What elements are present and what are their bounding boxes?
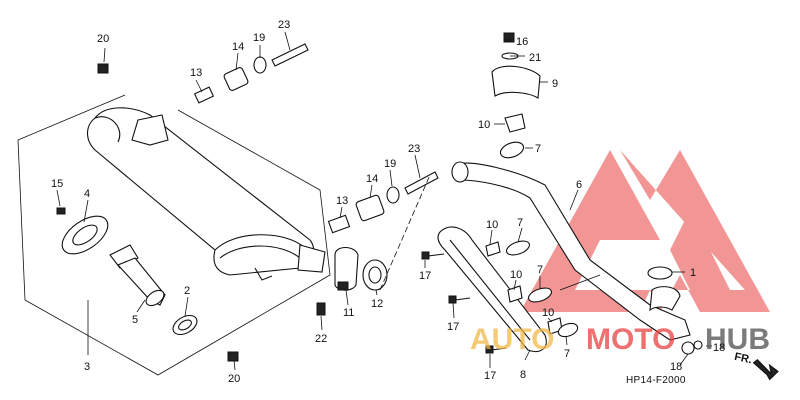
callout-18-right: 18: [713, 342, 725, 354]
callout-7-second: 7: [517, 217, 523, 229]
callout-2: 2: [184, 285, 190, 297]
callout-22: 22: [315, 333, 327, 345]
shield-bolts: [421, 251, 507, 354]
callout-10-second: 10: [486, 219, 498, 231]
callout-13-top: 13: [190, 67, 202, 79]
callout-7-top: 7: [535, 143, 541, 155]
callout-13-middle: 13: [336, 195, 348, 207]
watermark-text-hub: HUB: [705, 323, 770, 356]
callout-6: 6: [576, 179, 582, 191]
callout-15: 15: [51, 178, 63, 190]
drawing-code: HP14-F2000: [626, 375, 686, 386]
callout-17-top: 17: [419, 270, 431, 282]
front-direction-arrow: [752, 359, 779, 381]
callout-14-middle: 14: [366, 173, 378, 185]
callout-18-bottom: 18: [670, 361, 682, 373]
watermark-text-moto: MOTO: [586, 323, 675, 356]
pipe-clamp-upper: [491, 32, 541, 159]
callout-3: 3: [84, 361, 90, 373]
callout-19-top: 19: [253, 32, 265, 44]
upper-mount-hardware: [97, 43, 309, 104]
spark-arrestor: [56, 207, 198, 336]
callout-12: 12: [371, 298, 383, 310]
exhaust-pipe: [451, 161, 691, 341]
callout-10-top: 10: [478, 119, 490, 131]
callout-20-bottom: 20: [228, 373, 240, 385]
callout-20-top: 20: [97, 33, 109, 45]
callout-5: 5: [132, 314, 138, 326]
muffler-group-frame: [17, 94, 331, 376]
callout-19-middle: 19: [384, 158, 396, 170]
callout-11: 11: [343, 307, 354, 319]
leader-lines: [56, 31, 712, 371]
callout-10-third: 10: [510, 269, 522, 281]
shield-fittings: [485, 240, 703, 355]
callout-23-middle: 23: [408, 143, 420, 155]
heat-shield: [437, 226, 547, 353]
callout-14-top: 14: [232, 41, 244, 53]
clamp-and-collar: [227, 246, 388, 362]
callout-16: 16: [516, 36, 528, 48]
callout-23-top: 23: [278, 19, 290, 31]
callout-1: 1: [690, 267, 696, 279]
watermark-text-auto: AUTO: [470, 323, 554, 356]
callout-10-fourth: 10: [542, 307, 554, 319]
callout-17-bottom: 17: [484, 370, 496, 382]
callout-7-fourth: 7: [564, 348, 570, 360]
watermark-triangle-right: [620, 150, 770, 312]
muffler: [86, 107, 326, 281]
middle-mount-hardware: [327, 171, 439, 234]
direction-label: FR.: [733, 351, 753, 366]
callout-8: 8: [520, 369, 526, 381]
callout-21: 21: [529, 52, 541, 64]
callout-9: 9: [552, 78, 558, 90]
callout-4: 4: [84, 188, 90, 200]
watermark-logo: [520, 150, 770, 312]
callout-labels: 20 13 14 19 23 15 4 2 5 3 20 13 14 19 23…: [51, 19, 725, 385]
watermark-triangle-left: [520, 150, 660, 312]
callout-7-third: 7: [537, 264, 543, 276]
callout-17-middle: 17: [447, 321, 459, 333]
